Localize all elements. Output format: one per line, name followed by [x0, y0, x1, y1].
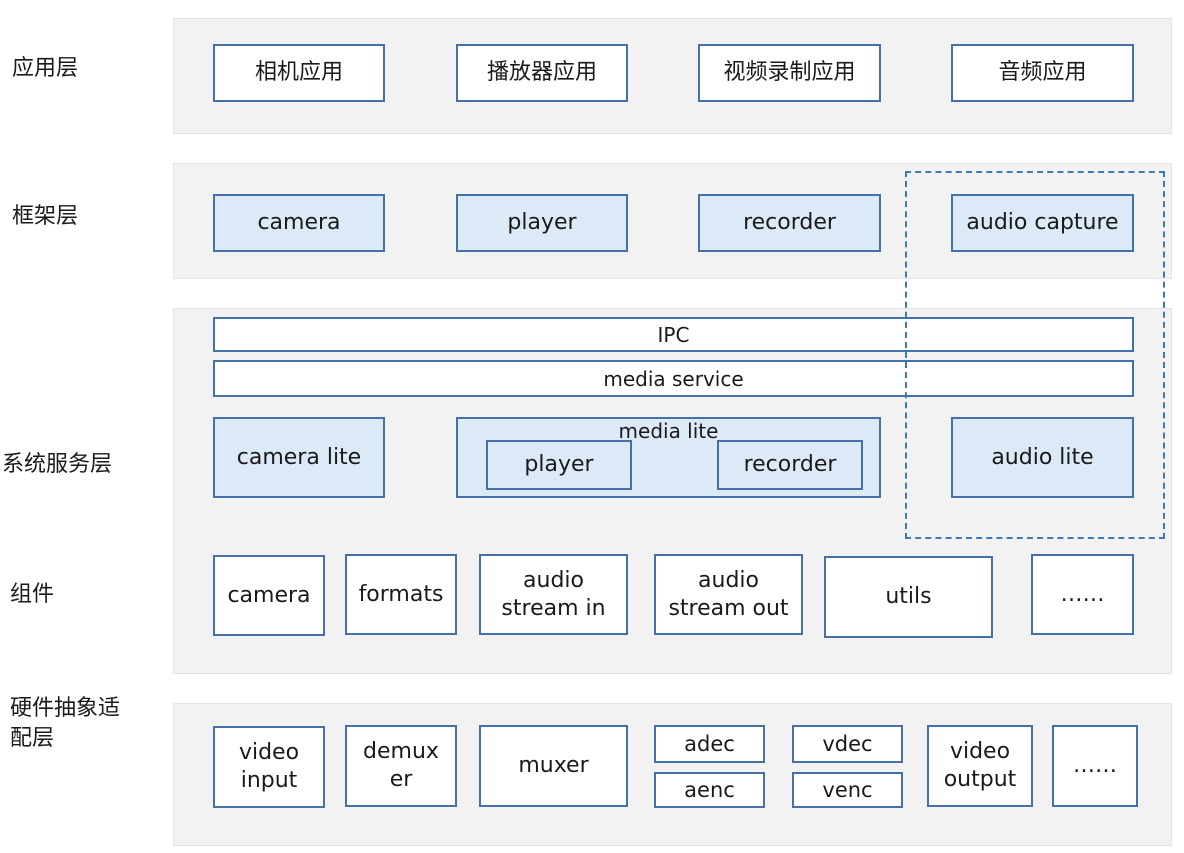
component-camera-box: camera	[213, 555, 325, 636]
audio-stream-out-line2: stream out	[668, 595, 789, 621]
audio-stream-out-line1: audio	[698, 567, 759, 593]
framework-player-box: player	[456, 194, 628, 252]
component-utils-box: utils	[824, 556, 993, 638]
demuxer-line1: demux	[363, 739, 439, 764]
player-app-box: 播放器应用	[456, 44, 628, 102]
video-output-line2: output	[943, 767, 1017, 792]
audio-stream-in-line2: stream in	[501, 595, 606, 621]
hal-layer-label-line1: 硬件抽象适	[10, 696, 121, 721]
framework-camera-box: camera	[213, 194, 385, 252]
hal-vdec-box: vdec	[792, 725, 903, 763]
hal-video-input-box: video input	[213, 726, 325, 808]
components-layer-label: 组件	[10, 582, 55, 607]
hal-aenc-box: aenc	[654, 772, 765, 808]
camera-lite-box: camera lite	[213, 417, 385, 498]
component-audio-stream-out-box: audio stream out	[654, 554, 803, 635]
media-lite-recorder-box: recorder	[717, 440, 863, 490]
audio-stream-in-line1: audio	[523, 567, 584, 593]
audio-lite-box: audio lite	[951, 417, 1134, 498]
hal-demuxer-box: demux er	[345, 725, 457, 807]
audio-app-box: 音频应用	[951, 44, 1134, 102]
video-input-line2: input	[240, 768, 298, 793]
hal-venc-box: venc	[792, 772, 903, 808]
hal-adec-box: adec	[654, 725, 765, 763]
demuxer-line2: er	[389, 767, 413, 792]
hal-more-box: ……	[1052, 725, 1138, 807]
camera-app-box: 相机应用	[213, 44, 385, 102]
media-lite-player-box: player	[486, 440, 632, 490]
app-layer-label: 应用层	[12, 56, 79, 81]
framework-audio-capture-box: audio capture	[951, 194, 1134, 252]
media-service-bar: media service	[213, 360, 1134, 397]
component-more-box: ……	[1031, 554, 1134, 635]
video-input-line1: video	[238, 740, 300, 765]
system-service-layer-label: 系统服务层	[2, 452, 113, 477]
hal-muxer-box: muxer	[479, 725, 628, 807]
component-audio-stream-in-box: audio stream in	[479, 554, 628, 635]
framework-recorder-box: recorder	[698, 194, 881, 252]
component-formats-box: formats	[345, 554, 457, 635]
hal-layer-label-line2: 配层	[10, 726, 55, 751]
video-recorder-app-box: 视频录制应用	[698, 44, 881, 102]
framework-layer-label: 框架层	[12, 204, 79, 229]
ipc-bar: IPC	[213, 317, 1134, 352]
video-output-line1: video	[949, 739, 1011, 764]
hal-layer-label: 硬件抽象适 配层	[10, 694, 120, 754]
hal-video-output-box: video output	[927, 725, 1033, 807]
